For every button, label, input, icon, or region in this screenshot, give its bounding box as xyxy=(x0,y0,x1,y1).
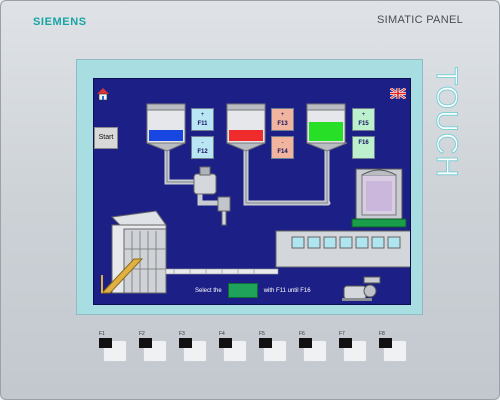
f16-decrease-button[interactable]: F16 xyxy=(352,136,375,159)
softkey-f8-label: F8 xyxy=(379,331,385,337)
f13-arrow: + xyxy=(280,112,285,118)
f11-increase-button[interactable]: + F11 xyxy=(191,108,214,131)
touch-label: TOUCH xyxy=(430,67,464,179)
softkey-f1-label: F1 xyxy=(99,331,105,337)
home-icon[interactable] xyxy=(96,87,110,101)
touch-label-text: TOUCH xyxy=(430,67,463,178)
softkey-f6-indicator xyxy=(299,338,312,348)
softkey-f8[interactable]: F8 xyxy=(379,331,407,362)
softkey-f5-indicator xyxy=(259,338,272,348)
tank-blue xyxy=(146,103,186,152)
softkey-f8-indicator xyxy=(379,338,392,348)
f11-label: F11 xyxy=(197,121,208,127)
start-button[interactable]: Start xyxy=(94,127,118,149)
tank-green xyxy=(306,103,348,152)
softkey-f6-label: F6 xyxy=(299,331,305,337)
f14-label: F14 xyxy=(277,149,288,155)
hint-text-after: with F11 until F16 xyxy=(263,288,311,295)
softkey-f4[interactable]: F4 xyxy=(219,331,247,362)
softkey-f1-indicator xyxy=(99,338,112,348)
model-label: SIMATIC PANEL xyxy=(376,14,463,26)
tank-red xyxy=(226,103,266,152)
function-key-row: F1 F2 F3 F4 F5 F6 F7 xyxy=(99,331,407,365)
f12-label: F12 xyxy=(197,149,208,155)
mixer-icon xyxy=(351,168,407,228)
f12-arrow: - xyxy=(201,140,204,146)
softkey-f5-label: F5 xyxy=(259,331,265,337)
f15-arrow: + xyxy=(361,112,366,118)
softkey-f2[interactable]: F2 xyxy=(139,331,167,362)
building-icon xyxy=(100,210,167,294)
selection-hint: Select the with F11 until F16 xyxy=(195,283,311,298)
softkey-f2-label: F2 xyxy=(139,331,145,337)
hint-text-before: Select the xyxy=(195,288,222,295)
softkey-f3-indicator xyxy=(179,338,192,348)
brand-logo: SIEMENS xyxy=(33,16,87,28)
softkey-f3[interactable]: F3 xyxy=(179,331,207,362)
process-scene xyxy=(100,103,410,301)
softkey-f6[interactable]: F6 xyxy=(299,331,327,362)
f13-increase-button[interactable]: + F13 xyxy=(271,108,294,131)
pump-icon xyxy=(342,276,381,301)
softkey-f1[interactable]: F1 xyxy=(99,331,127,362)
f14-decrease-button[interactable]: - F14 xyxy=(271,136,294,159)
f11-arrow: + xyxy=(200,112,205,118)
hmi-screen: Start + F11 - F12 + F13 - F14 + F15 F16 … xyxy=(93,78,411,305)
f14-arrow: - xyxy=(281,140,284,146)
tank-red-liquid xyxy=(229,130,263,141)
f16-label: F16 xyxy=(358,140,369,146)
tank-green-liquid xyxy=(309,122,343,141)
color-selection-swatch[interactable] xyxy=(227,283,258,298)
softkey-f4-label: F4 xyxy=(219,331,225,337)
uk-flag-icon[interactable] xyxy=(390,88,406,99)
softkey-f2-indicator xyxy=(139,338,152,348)
softkey-f7-indicator xyxy=(339,338,352,348)
f13-label: F13 xyxy=(277,121,288,127)
tank-blue-liquid xyxy=(149,130,183,141)
valve-icon xyxy=(193,166,231,226)
f15-label: F15 xyxy=(358,121,369,127)
softkey-f5[interactable]: F5 xyxy=(259,331,287,362)
f15-increase-button[interactable]: + F15 xyxy=(352,108,375,131)
f12-decrease-button[interactable]: - F12 xyxy=(191,136,214,159)
conveyor-icon xyxy=(165,230,410,275)
softkey-f7[interactable]: F7 xyxy=(339,331,367,362)
softkey-f3-label: F3 xyxy=(179,331,185,337)
softkey-f4-indicator xyxy=(219,338,232,348)
softkey-f7-label: F7 xyxy=(339,331,345,337)
